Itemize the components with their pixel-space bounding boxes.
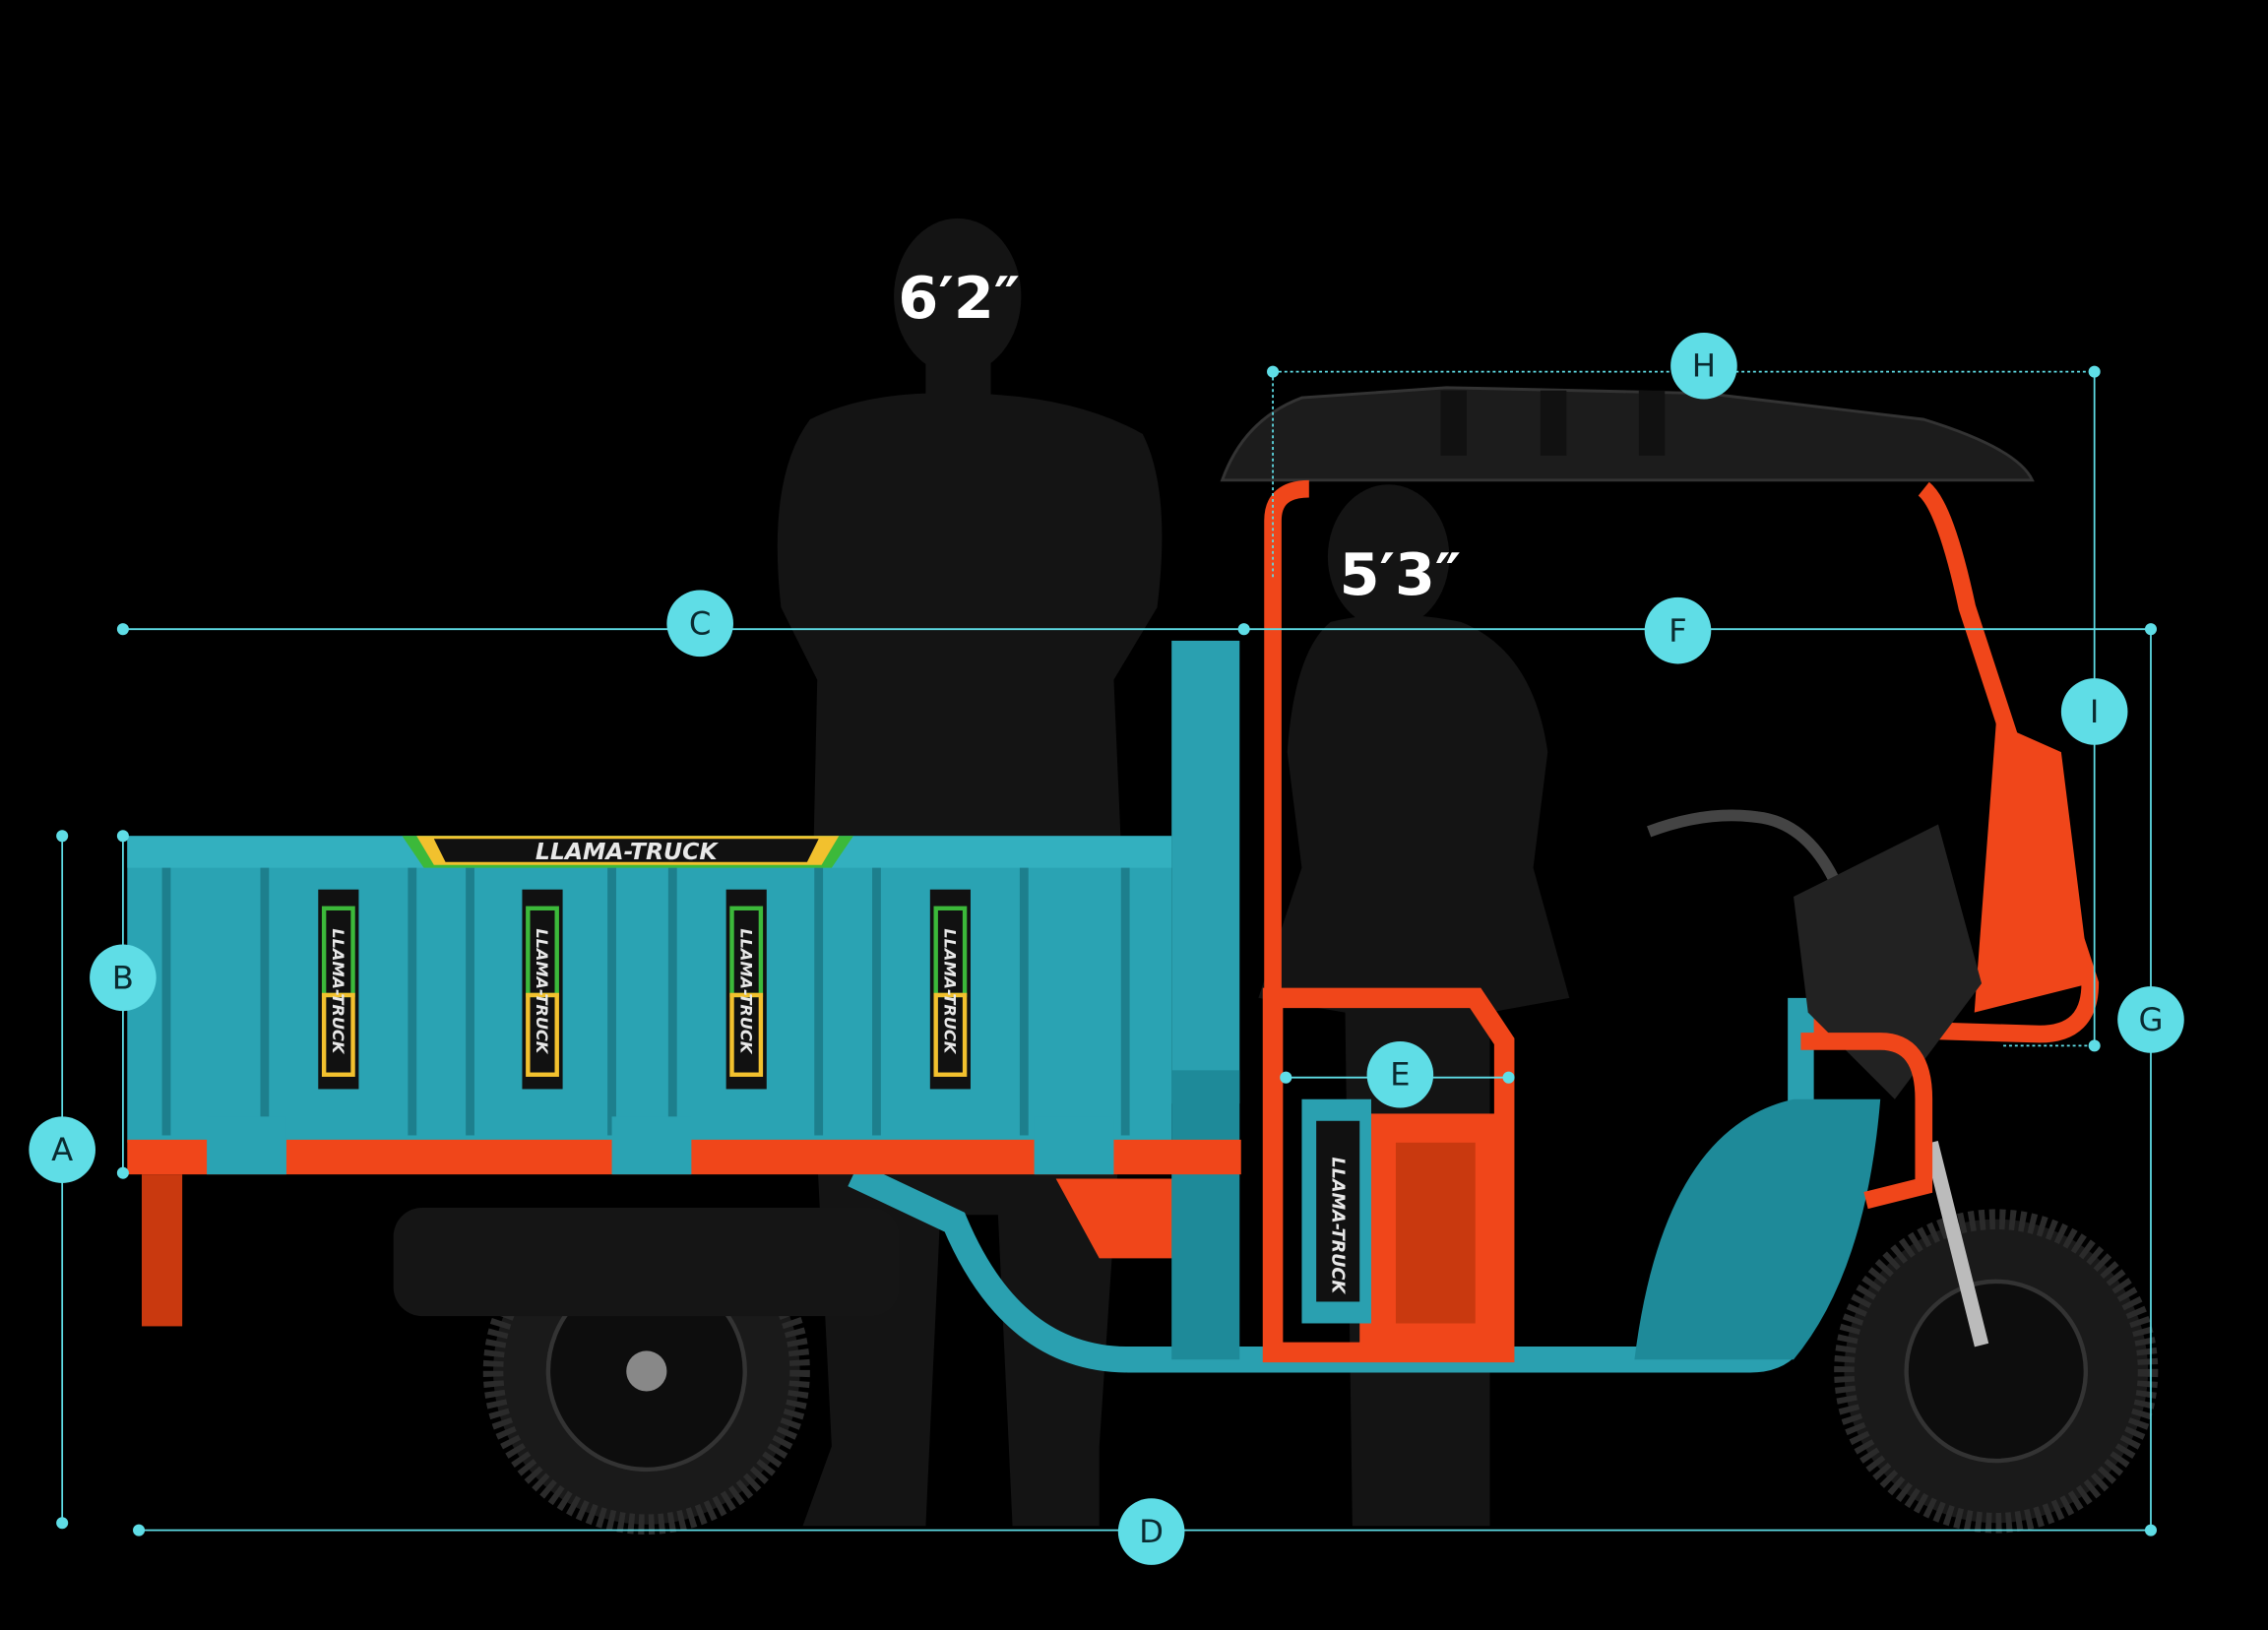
dimension-marker-i: I [2060,678,2128,745]
dimension-marker-d: D [1117,1498,1185,1565]
bulkhead-post [1171,640,1240,1104]
svg-text:G: G [2138,1001,2163,1038]
svg-text:I: I [2090,693,2100,730]
dimension-marker-f: F [1644,596,1712,664]
side-badge: LLAMA-TRUCK [929,889,971,1090]
svg-text:F: F [1669,612,1687,650]
side-badge: LLAMA-TRUCK [318,889,359,1090]
svg-text:LLAMA-TRUCK: LLAMA-TRUCK [736,928,755,1054]
svg-text:A: A [51,1131,73,1168]
front-wheel [1834,1209,2159,1534]
side-badge: LLAMA-TRUCK [522,889,563,1090]
svg-text:B: B [112,959,134,996]
dimension-marker-h: H [1670,332,1737,400]
svg-text:LLAMA-TRUCK: LLAMA-TRUCK [329,928,347,1054]
cargo-box: LLAMA-TRUCK LLAMA-TRUCK LLAMA-TRUCK LLAM… [127,836,1241,1327]
svg-text:C: C [689,604,712,642]
dimension-marker-b: B [90,944,157,1012]
svg-text:LLAMA-TRUCK: LLAMA-TRUCK [941,928,960,1054]
side-badge: LLAMA-TRUCK [725,889,767,1090]
cab-frame: LLAMA-TRUCK [1055,987,1933,1363]
short-person-height-label: 5′3″ [1340,540,1462,608]
dimension-marker-g: G [2117,986,2184,1053]
dimension-marker-e: E [1366,1040,1434,1108]
tall-person-height-label: 6′2″ [898,264,1020,332]
dimension-marker-c: C [666,590,733,658]
svg-text:LLAMA-TRUCK: LLAMA-TRUCK [533,928,551,1054]
box-brand-banner: LLAMA-TRUCK [536,838,719,865]
door-brand-label: LLAMA-TRUCK [1327,1158,1347,1295]
chassis [393,809,1989,1373]
svg-text:D: D [1139,1513,1164,1550]
svg-text:E: E [1390,1056,1410,1094]
dimension-marker-a: A [29,1116,95,1183]
svg-text:H: H [1692,347,1716,385]
